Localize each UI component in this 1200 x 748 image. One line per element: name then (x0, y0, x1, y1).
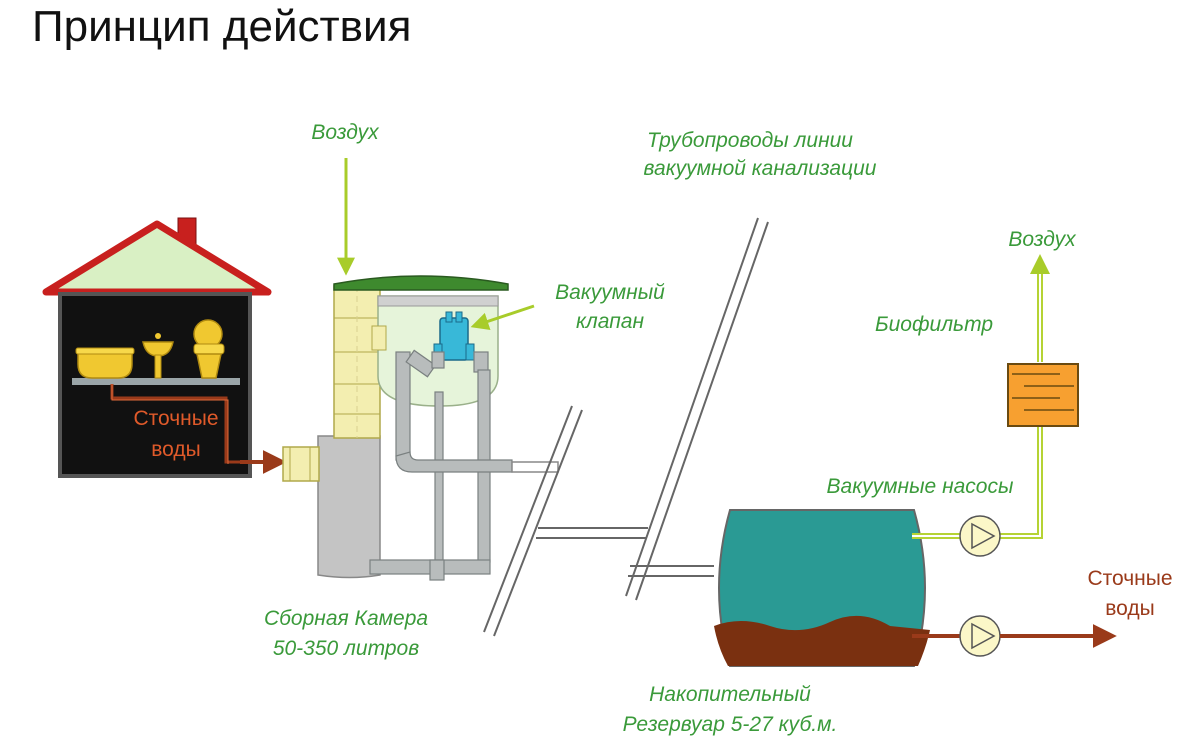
valve-pointer-arrow (470, 304, 535, 330)
collection-chamber-label-line2: 50-350 литров (272, 637, 420, 660)
vacuum-pipelines (483, 217, 769, 637)
wastewater-out-label-line1: Сточные (1087, 567, 1173, 590)
vacuum-valve-label-line1: Вакуумный (555, 281, 665, 304)
floor-shelf (72, 378, 240, 385)
air-exhaust-arrow (1030, 254, 1050, 274)
air-top-label: Воздух (311, 121, 379, 144)
vacuum-pump (959, 515, 1001, 557)
chamber-lid (333, 275, 509, 291)
storage-tank-label-line2: Резервуар 5-27 куб.м. (622, 713, 838, 736)
inlet-coupling (282, 446, 320, 482)
biofilter-icon (1007, 363, 1079, 427)
air-right-label: Воздух (1008, 228, 1076, 251)
sink-icon (142, 333, 174, 379)
chamber-pipes (369, 349, 513, 581)
page-title: Принцип действия (32, 2, 412, 51)
collection-chamber-label-line1: Сборная Камера (263, 607, 429, 630)
wastewater-house-label-line1: Сточные (133, 407, 219, 430)
wastewater-out-label-line2: воды (1105, 597, 1155, 620)
roof (42, 220, 272, 296)
pipelines-label-line2: вакуумной канализации (643, 157, 877, 180)
collection-chamber (282, 158, 559, 581)
storage-tank-label-line1: Накопительный (649, 683, 811, 706)
bathtub-icon (75, 347, 135, 379)
air-line (912, 254, 1050, 539)
vacuum-valve-label-line2: клапан (576, 310, 644, 333)
biofilter-label: Биофильтр (874, 313, 994, 336)
wastewater-pump (912, 615, 1117, 657)
tank-sludge (714, 615, 930, 666)
vacuum-pumps-label: Вакуумные насосы (826, 475, 1014, 498)
chamber-base (317, 435, 381, 579)
wastewater-house-label-line2: воды (151, 438, 201, 461)
toilet-icon (193, 319, 225, 379)
storage-tank (714, 509, 930, 667)
house (42, 217, 287, 478)
pipelines-label-line1: Трубопроводы линии (647, 129, 853, 152)
